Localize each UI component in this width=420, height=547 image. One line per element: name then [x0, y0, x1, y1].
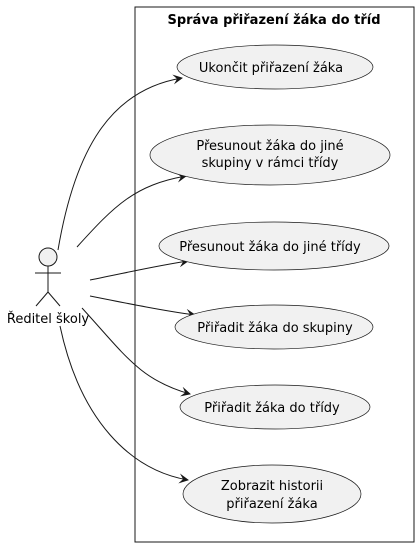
association-line: [76, 172, 187, 248]
association-line: [89, 257, 189, 281]
use-case: Přesunout žáka do jiné třídy: [158, 221, 390, 271]
use-case: Zobrazit historii přiřazení žáka: [182, 464, 362, 524]
associations: [57, 74, 196, 484]
use-case-label: Přesunout žáka do jiné třídy: [179, 240, 361, 255]
system-boundary: [134, 6, 415, 543]
use-case-label: Ukončit přiřazení žáka: [199, 61, 343, 76]
use-case-label: skupiny v rámci třídy: [202, 156, 339, 171]
use-case: Přiřadit žáka do skupiny: [174, 304, 374, 350]
association-line: [89, 295, 196, 319]
system-title: Správa přiřazení žáka do tříd: [167, 13, 380, 28]
use-case: Ukončit přiřazení žáka: [176, 44, 374, 90]
actor-icon: [35, 247, 61, 307]
use-case-label: Přesunout žáka do jiné: [196, 139, 343, 154]
use-case-label: Přiřadit žáka do skupiny: [197, 321, 353, 336]
use-case-label: Přiřadit žáka do třídy: [204, 401, 340, 416]
use-case: Přesunout žáka do jiné skupiny v rámci t…: [149, 124, 391, 186]
association-line: [59, 325, 189, 484]
actor-label: Ředitel školy: [7, 311, 90, 327]
use-case: Přiřadit žáka do třídy: [179, 384, 371, 430]
association-line: [57, 74, 183, 251]
use-case-label: přiřazení žáka: [226, 497, 317, 512]
association-line: [81, 307, 191, 397]
use-case-label: Zobrazit historii: [221, 479, 323, 494]
